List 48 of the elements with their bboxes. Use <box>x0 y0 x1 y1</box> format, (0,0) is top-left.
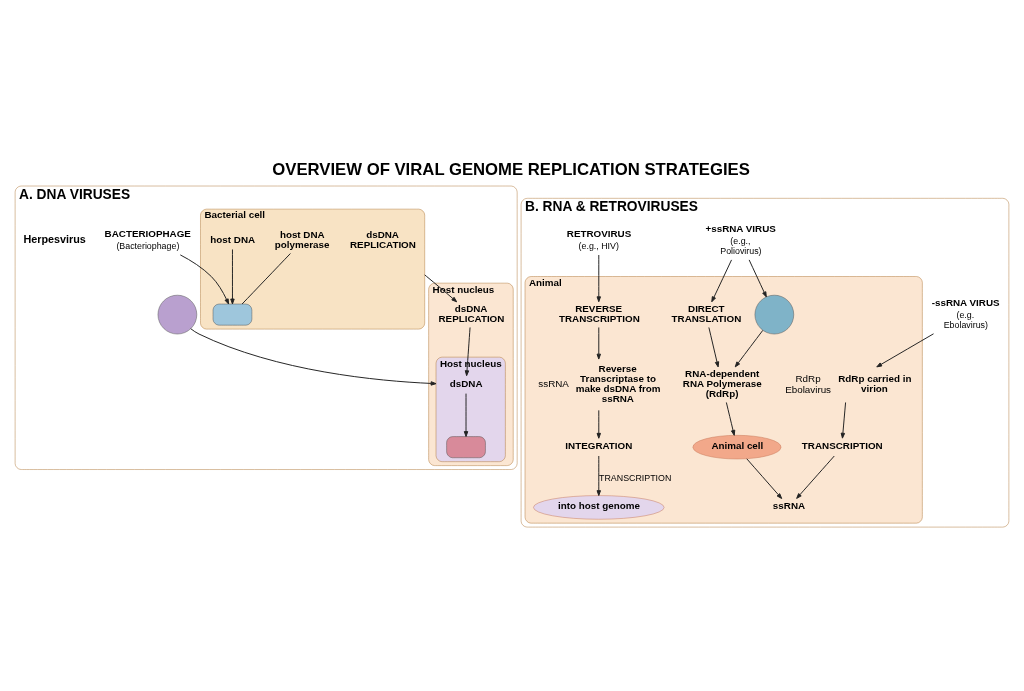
node-text: host DNA polymerase <box>274 229 330 250</box>
arrow <box>179 254 230 305</box>
arrow <box>230 249 235 305</box>
arrow <box>708 326 720 368</box>
arrow <box>711 259 733 303</box>
node-circle <box>754 294 794 335</box>
node-box <box>446 436 486 458</box>
node-circle <box>157 294 198 335</box>
node-text: ssRNA <box>772 500 806 512</box>
node-ellipse: into host genome <box>533 495 665 520</box>
arrow <box>464 326 471 377</box>
node-text: DIRECT TRANSLATION <box>671 303 742 324</box>
node-text: dsDNA <box>449 377 483 389</box>
arrow <box>796 455 835 499</box>
node-ellipse: Animal cell <box>692 435 782 460</box>
arrow <box>424 274 458 303</box>
arrow <box>876 333 935 368</box>
edge-label: TRANSCRIPTION <box>599 472 672 483</box>
arrow <box>596 409 601 439</box>
node-text: INTEGRATION <box>565 440 633 452</box>
arrow <box>596 326 601 360</box>
arrow <box>725 402 736 436</box>
node-text: REVERSE TRANSCRIPTION <box>558 303 640 324</box>
arrow <box>596 455 601 497</box>
arrow <box>463 393 469 437</box>
node-text: RNA-dependent RNA Polymerase (RdRp) <box>682 368 762 399</box>
node-text: BACTERIOPHAGE (Bacteriophage) <box>104 227 191 252</box>
node-text: host DNA <box>210 233 256 245</box>
arrow <box>596 254 601 303</box>
node-box <box>212 303 253 326</box>
node-label: ssRNA <box>538 378 569 390</box>
node-text: RdRp carried in virion <box>838 373 912 395</box>
arrow <box>748 259 767 298</box>
node-text: RETROVIRUS (e.g., HIV) <box>566 227 632 252</box>
node-text: TRANSCRIPTION <box>801 440 883 452</box>
node-text: +ssRNA VIRUS (e.g., Poliovirus) <box>705 222 776 257</box>
arrow <box>746 458 783 499</box>
node-text: -ssRNA VIRUS (e.g. Ebolavirus) <box>931 296 1000 331</box>
node-text: dsDNA REPLICATION <box>349 229 416 250</box>
node-text: dsDNA REPLICATION <box>438 303 505 324</box>
label: Herpesvirus <box>23 232 86 245</box>
arrow <box>734 329 764 368</box>
node-label: RdRp Ebolavirus <box>785 372 832 395</box>
diagram-title: OVERVIEW OF VIRAL GENOME REPLICATION STRATEGIES <box>272 159 750 179</box>
node-text: Reverse Transcriptase to make dsDNA from ssRNA <box>575 363 661 404</box>
arrow <box>840 402 847 439</box>
arrow <box>190 328 437 386</box>
connector <box>241 253 291 305</box>
